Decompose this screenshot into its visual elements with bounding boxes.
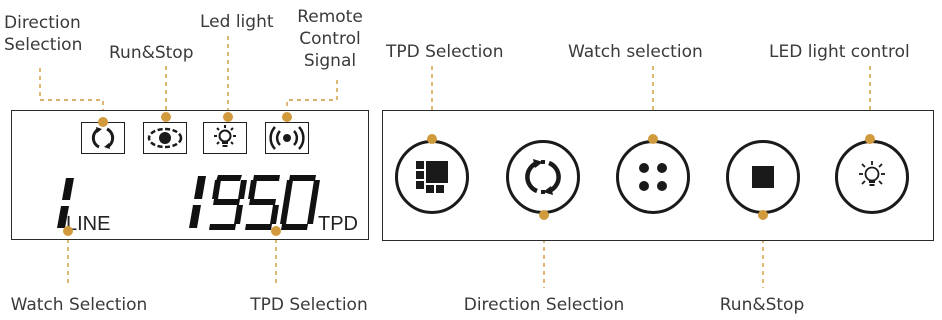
marker-watch-selection: [648, 134, 658, 144]
marker-led: [223, 112, 233, 122]
tpd-selection-button[interactable]: [395, 140, 469, 214]
marker-direction: [98, 117, 108, 127]
marker-direction-selection: [539, 210, 549, 220]
marker-runstop: [161, 112, 171, 122]
tpd-unit: TPD: [318, 213, 358, 235]
run-stop-eye-icon: [147, 127, 183, 149]
label-direction-selection-bottom: Direction Selection: [463, 295, 625, 315]
watch-selection-button[interactable]: [616, 140, 690, 214]
run-stop-button[interactable]: [726, 140, 800, 214]
tpd-digit-segments: [189, 175, 320, 230]
label-watch-selection-top: Watch selection: [568, 42, 703, 62]
tpd-grid-icon: [416, 161, 448, 193]
watch-dots-icon: [639, 163, 667, 191]
remote-icon-box: [265, 122, 309, 154]
marker-tpd-selection: [427, 134, 437, 144]
led-bulb-icon: [859, 161, 885, 186]
watch-digit-segments: [57, 178, 74, 228]
label-run-stop-bottom: Run&Stop: [719, 295, 805, 315]
marker-tpd: [271, 226, 281, 236]
direction-selection-button[interactable]: [506, 140, 580, 214]
label-led-light: Led light: [200, 12, 274, 32]
label-direction-selection: Direction Selection: [4, 13, 83, 55]
label-tpd-selection: TPD Selection: [386, 42, 504, 62]
direction-arrows-icon: [91, 127, 115, 149]
label-remote-control-signal: Remote Control Signal: [297, 7, 363, 71]
marker-watch: [63, 226, 73, 236]
label-watch-selection: Watch Selection: [10, 295, 148, 315]
remote-signal-icon: [269, 126, 305, 150]
marker-remote: [282, 112, 292, 122]
led-icon-box: [203, 122, 247, 154]
stop-square-icon: [752, 166, 774, 188]
direction-arrows-icon: [525, 159, 561, 195]
led-bulb-icon: [214, 125, 236, 147]
run-stop-icon-box: [143, 122, 187, 154]
label-led-light-control: LED light control: [769, 42, 910, 62]
direction-icon-box: [81, 122, 125, 154]
label-tpd-selection-bottom: TPD Selection: [250, 295, 368, 315]
label-run-stop: Run&Stop: [109, 43, 194, 63]
leader-remote: [286, 80, 338, 117]
line-label: LINE: [66, 213, 111, 235]
led-light-control-button[interactable]: [835, 140, 909, 214]
marker-run-stop: [758, 210, 768, 220]
marker-led-control: [865, 134, 875, 144]
